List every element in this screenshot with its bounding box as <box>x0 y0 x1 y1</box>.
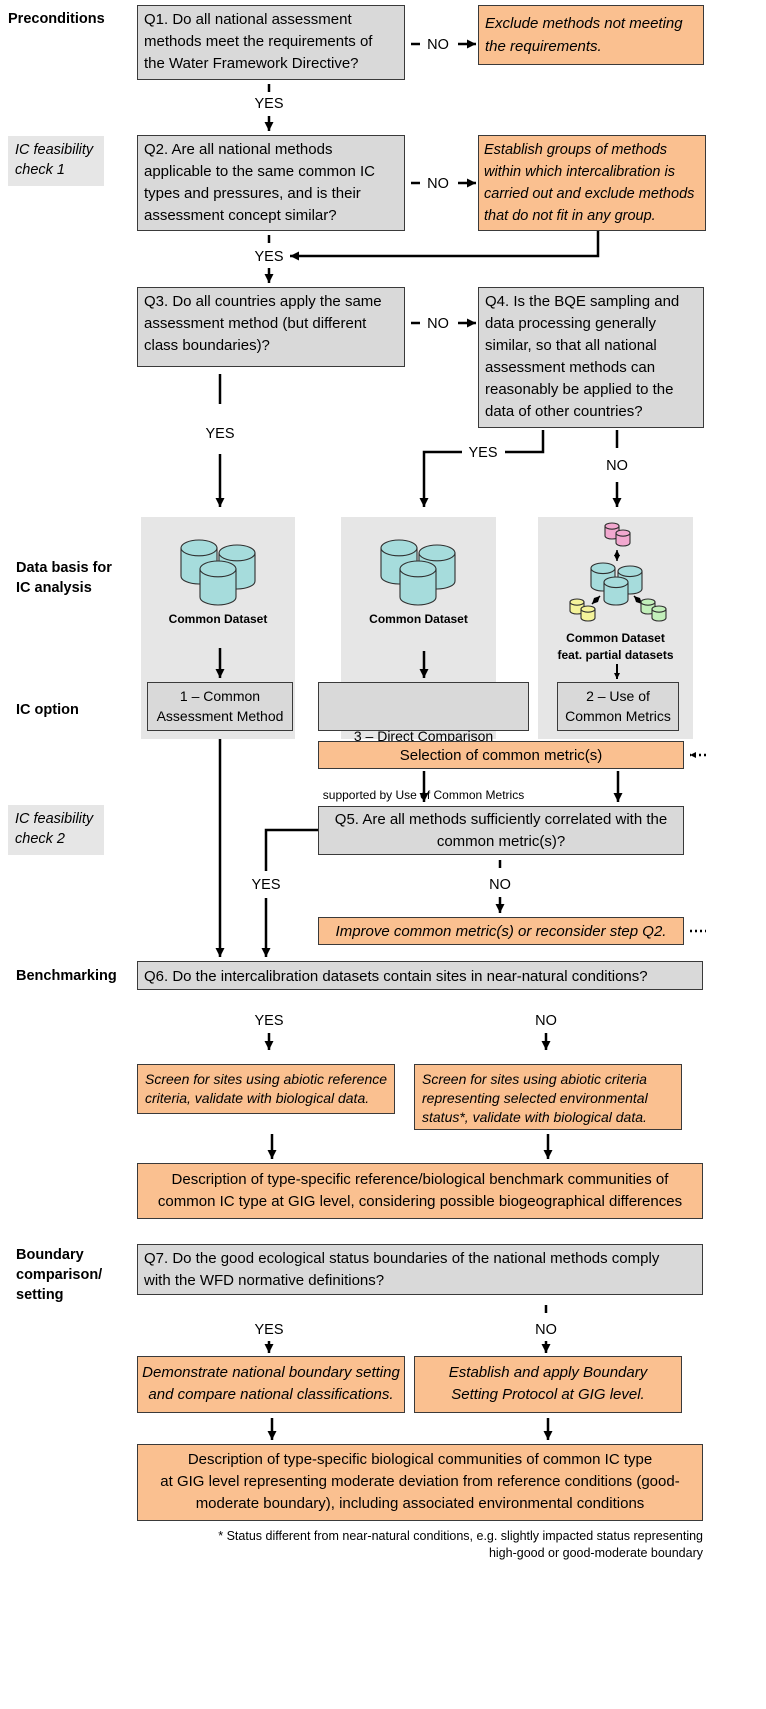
footnote: * Status different from near-natural con… <box>218 1529 703 1560</box>
outcome-screen-status: Screen for sites using abiotic criteria … <box>414 1064 682 1130</box>
yes-label: YES <box>251 877 280 893</box>
flow-arrow <box>419 450 462 507</box>
dataset-label-common-1: Common Dataset <box>168 612 268 626</box>
yes-label: YES <box>468 445 497 461</box>
no-label: NO <box>489 877 511 893</box>
yes-label: YES <box>254 1013 283 1029</box>
section-data-basis: Data basis for IC analysis <box>16 560 112 596</box>
outcome-establish-protocol: Establish and apply Boundary Setting Pro… <box>414 1356 682 1413</box>
database-icon <box>399 560 437 606</box>
yes-label: YES <box>254 249 283 265</box>
outcome-q1-no: Exclude methods not meeting the requirem… <box>478 5 704 65</box>
yes-label: YES <box>254 96 283 112</box>
flow-arrow <box>290 231 600 261</box>
outcome-q2-no: Establish groups of methods within which… <box>478 135 706 231</box>
outcome-screen-reference: Screen for sites using abiotic reference… <box>137 1064 395 1114</box>
moderate-boundary-description: Description of type-specific biological … <box>137 1444 703 1521</box>
selection-common-metrics: Selection of common metric(s) <box>318 741 684 769</box>
no-label: NO <box>535 1322 557 1338</box>
option-3-subtitle: supported by Use of Common Metrics <box>322 788 525 802</box>
question-q7: Q7. Do the good ecological status bounda… <box>137 1244 703 1295</box>
connector-line <box>505 430 545 454</box>
section-feasibility-check-2: IC feasibility check 2 <box>8 805 104 855</box>
double-arrow <box>591 595 601 605</box>
no-label: NO <box>427 176 449 192</box>
section-ic-option: IC option <box>16 702 79 718</box>
question-q3: Q3. Do all countries apply the same asse… <box>137 287 405 367</box>
section-boundary: Boundary comparison/ setting <box>16 1247 103 1303</box>
database-icons <box>180 522 667 622</box>
database-icon <box>615 529 631 547</box>
question-q2: Q2. Are all national methods applicable … <box>137 135 405 231</box>
database-icon <box>580 605 596 622</box>
option-1-common-assessment: 1 – Common Assessment Method <box>147 682 293 731</box>
section-feasibility-check-1: IC feasibility check 1 <box>8 136 104 186</box>
database-icon <box>651 605 667 622</box>
question-q6: Q6. Do the intercalibration datasets con… <box>137 961 703 990</box>
no-label: NO <box>535 1013 557 1029</box>
database-icon <box>603 576 629 606</box>
option-3-direct-comparison: 3 – Direct Comparison supported by Use o… <box>318 682 529 802</box>
option-3-title: 3 – Direct Comparison <box>353 728 494 744</box>
no-label: NO <box>606 458 628 474</box>
database-icon <box>640 598 656 615</box>
section-preconditions: Preconditions <box>8 11 105 27</box>
connector-line <box>264 828 318 871</box>
section-benchmarking: Benchmarking <box>16 968 117 984</box>
benchmark-description: Description of type-specific reference/b… <box>137 1163 703 1219</box>
dataset-label-common-2: Common Dataset <box>369 612 468 626</box>
outcome-demonstrate-boundary: Demonstrate national boundary setting an… <box>137 1356 405 1413</box>
question-q5: Q5. Are all methods sufficiently correla… <box>318 806 684 855</box>
question-q1: Q1. Do all national assessment methods m… <box>137 5 405 80</box>
no-label: NO <box>427 37 449 53</box>
outcome-improve-metric: Improve common metric(s) or reconsider s… <box>318 917 684 945</box>
option-2-common-metrics: 2 – Use of Common Metrics <box>557 682 679 731</box>
dataset-label-partial: Common Dataset feat. partial datasets <box>557 631 674 662</box>
database-icon <box>569 598 585 615</box>
no-label: NO <box>427 316 449 332</box>
yes-label: YES <box>205 426 234 442</box>
database-icon <box>199 560 237 606</box>
yes-label: YES <box>254 1322 283 1338</box>
question-q4: Q4. Is the BQE sampling and data process… <box>478 287 704 428</box>
